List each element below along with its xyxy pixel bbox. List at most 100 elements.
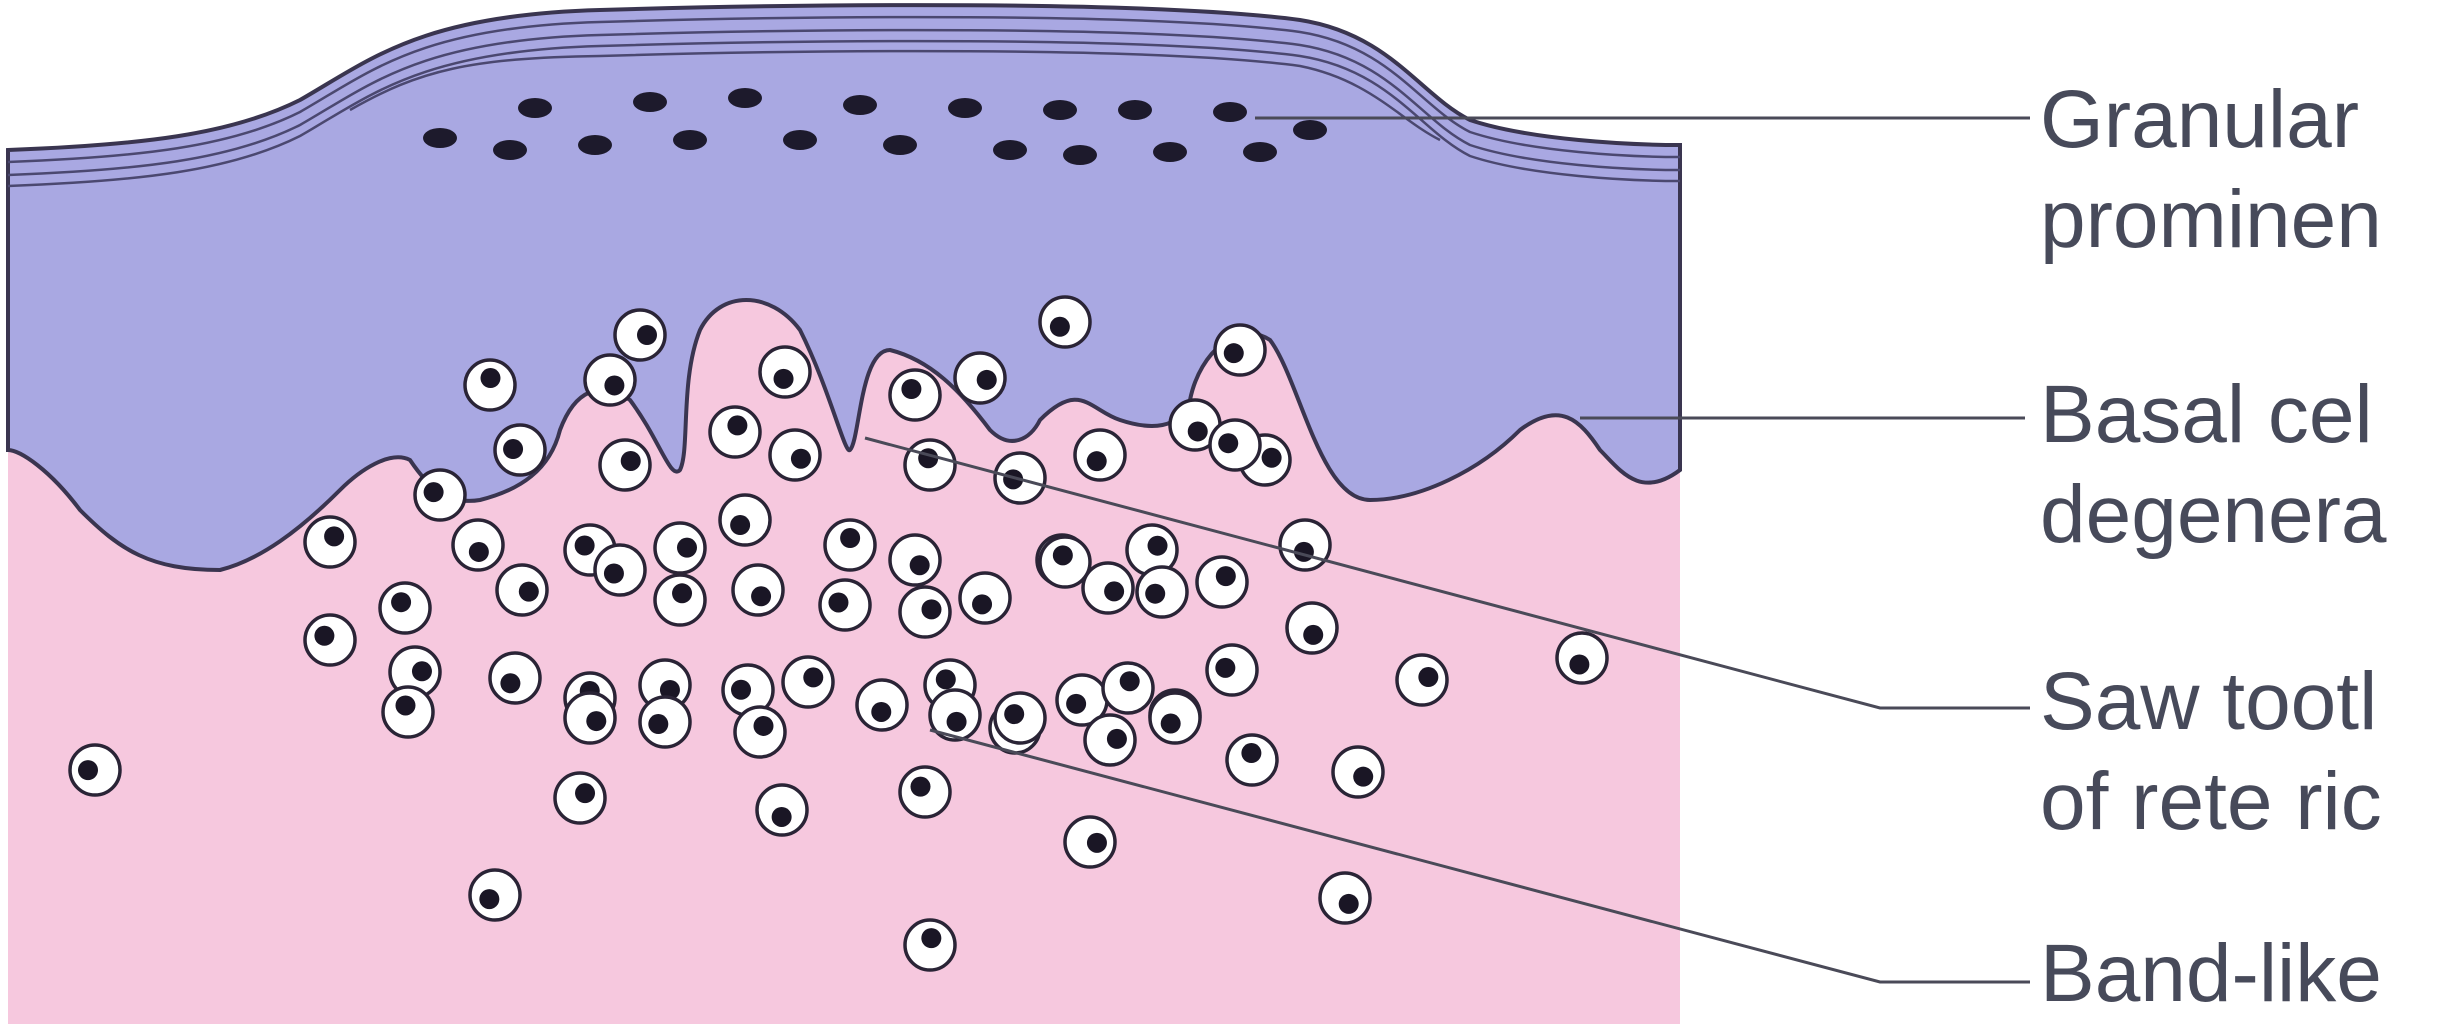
lymphocyte bbox=[1213, 323, 1267, 377]
lymphocyte bbox=[1101, 661, 1155, 715]
label-basal: Basal cel degenera bbox=[2040, 365, 2387, 565]
lymphocyte bbox=[598, 438, 652, 492]
keratohyalin-granule bbox=[1213, 102, 1247, 122]
lymphocyte bbox=[755, 783, 809, 837]
lymphocyte bbox=[898, 765, 952, 819]
leader-line-sawtooth bbox=[864, 436, 2030, 710]
keratohyalin-granule bbox=[1118, 100, 1152, 120]
keratohyalin-granule bbox=[1243, 142, 1277, 162]
keratohyalin-granule bbox=[633, 92, 667, 112]
lymphocyte bbox=[638, 695, 692, 749]
lymphocyte bbox=[563, 691, 617, 745]
keratohyalin-granule bbox=[883, 135, 917, 155]
lymphocyte bbox=[758, 345, 812, 399]
lymphocyte bbox=[1083, 713, 1137, 767]
lymphocyte bbox=[903, 438, 957, 492]
lymphocyte bbox=[413, 468, 467, 522]
lymphocyte bbox=[381, 685, 435, 739]
lymphocyte bbox=[378, 581, 432, 635]
lymphocyte bbox=[1148, 691, 1202, 745]
leader-line-band bbox=[929, 728, 2030, 984]
lymphocyte bbox=[1208, 418, 1262, 472]
keratohyalin-granule bbox=[728, 88, 762, 108]
lymphocyte bbox=[1195, 555, 1249, 609]
lymphocyte bbox=[488, 651, 542, 705]
lymphocyte bbox=[1038, 295, 1092, 349]
lymphocyte bbox=[1555, 631, 1609, 685]
lymphocyte bbox=[463, 358, 517, 412]
lymphocyte bbox=[495, 563, 549, 617]
label-sawtooth: Saw tootl of rete ric bbox=[2040, 652, 2382, 852]
label-granular: Granular prominen bbox=[2040, 70, 2382, 270]
lymphocyte bbox=[468, 868, 522, 922]
lymphocyte bbox=[68, 743, 122, 797]
lymphocyte bbox=[721, 663, 775, 717]
lymphocyte bbox=[898, 585, 952, 639]
keratohyalin-granule bbox=[673, 130, 707, 150]
lymphocyte bbox=[303, 515, 357, 569]
lymphocyte bbox=[1038, 535, 1092, 589]
granular-layer bbox=[423, 88, 1327, 165]
lymphocyte bbox=[953, 351, 1007, 405]
lymphocyte bbox=[823, 518, 877, 572]
keratohyalin-granule bbox=[578, 135, 612, 155]
keratohyalin-granule bbox=[948, 98, 982, 118]
lymphocyte bbox=[593, 543, 647, 597]
lymphocyte bbox=[613, 308, 667, 362]
label-band-line1: Band-like bbox=[2040, 928, 2382, 1019]
lymphocyte bbox=[731, 563, 785, 617]
label-basal-line1: Basal cel bbox=[2040, 369, 2373, 460]
label-band: Band-like bbox=[2040, 924, 2382, 1024]
lymphocyte bbox=[903, 918, 957, 972]
lymphocyte bbox=[888, 368, 942, 422]
lymphocyte bbox=[1135, 565, 1189, 619]
label-basal-line2: degenera bbox=[2040, 469, 2387, 560]
lymphocyte bbox=[958, 571, 1012, 625]
keratohyalin-granule bbox=[423, 128, 457, 148]
label-sawtooth-line1: Saw tootl bbox=[2040, 656, 2378, 747]
lymphocyte bbox=[708, 405, 762, 459]
lymphocyte bbox=[1081, 561, 1135, 615]
keratohyalin-granule bbox=[1063, 145, 1097, 165]
label-granular-line2: prominen bbox=[2040, 174, 2382, 265]
lymphocyte bbox=[493, 423, 547, 477]
lymphocyte bbox=[653, 573, 707, 627]
keratohyalin-granule bbox=[518, 98, 552, 118]
lymphocyte bbox=[818, 578, 872, 632]
lymphocyte bbox=[1055, 673, 1109, 727]
lymphocyte bbox=[388, 645, 442, 699]
lymphocyte bbox=[1073, 428, 1127, 482]
inflammatory-cells bbox=[68, 295, 1609, 972]
lymphocyte bbox=[583, 353, 637, 407]
lymphocyte bbox=[733, 705, 787, 759]
lymphocyte bbox=[1331, 745, 1385, 799]
keratin-layers bbox=[8, 15, 1680, 188]
lymphocyte bbox=[1205, 643, 1259, 697]
lymphocyte bbox=[451, 518, 505, 572]
lymphocyte bbox=[303, 613, 357, 667]
lymphocyte bbox=[888, 533, 942, 587]
lymphocyte bbox=[1395, 653, 1449, 707]
lymphocyte bbox=[653, 521, 707, 575]
keratohyalin-granule bbox=[843, 95, 877, 115]
keratohyalin-granule bbox=[993, 140, 1027, 160]
lymphocyte bbox=[781, 655, 835, 709]
keratohyalin-granule bbox=[1153, 142, 1187, 162]
lymphocyte bbox=[768, 428, 822, 482]
lymphocyte bbox=[993, 691, 1047, 745]
keratohyalin-granule bbox=[1293, 120, 1327, 140]
lymphocyte bbox=[928, 688, 982, 742]
label-sawtooth-line2: of rete ric bbox=[2040, 756, 2382, 847]
lymphocyte bbox=[1285, 601, 1339, 655]
lymphocyte bbox=[1318, 871, 1372, 925]
lymphocyte bbox=[1225, 733, 1279, 787]
keratohyalin-granule bbox=[493, 140, 527, 160]
lymphocyte bbox=[553, 771, 607, 825]
label-granular-line1: Granular bbox=[2040, 74, 2360, 165]
lymphocyte bbox=[1278, 518, 1332, 572]
lymphocyte bbox=[855, 678, 909, 732]
keratohyalin-granule bbox=[1043, 100, 1077, 120]
keratohyalin-granule bbox=[783, 130, 817, 150]
